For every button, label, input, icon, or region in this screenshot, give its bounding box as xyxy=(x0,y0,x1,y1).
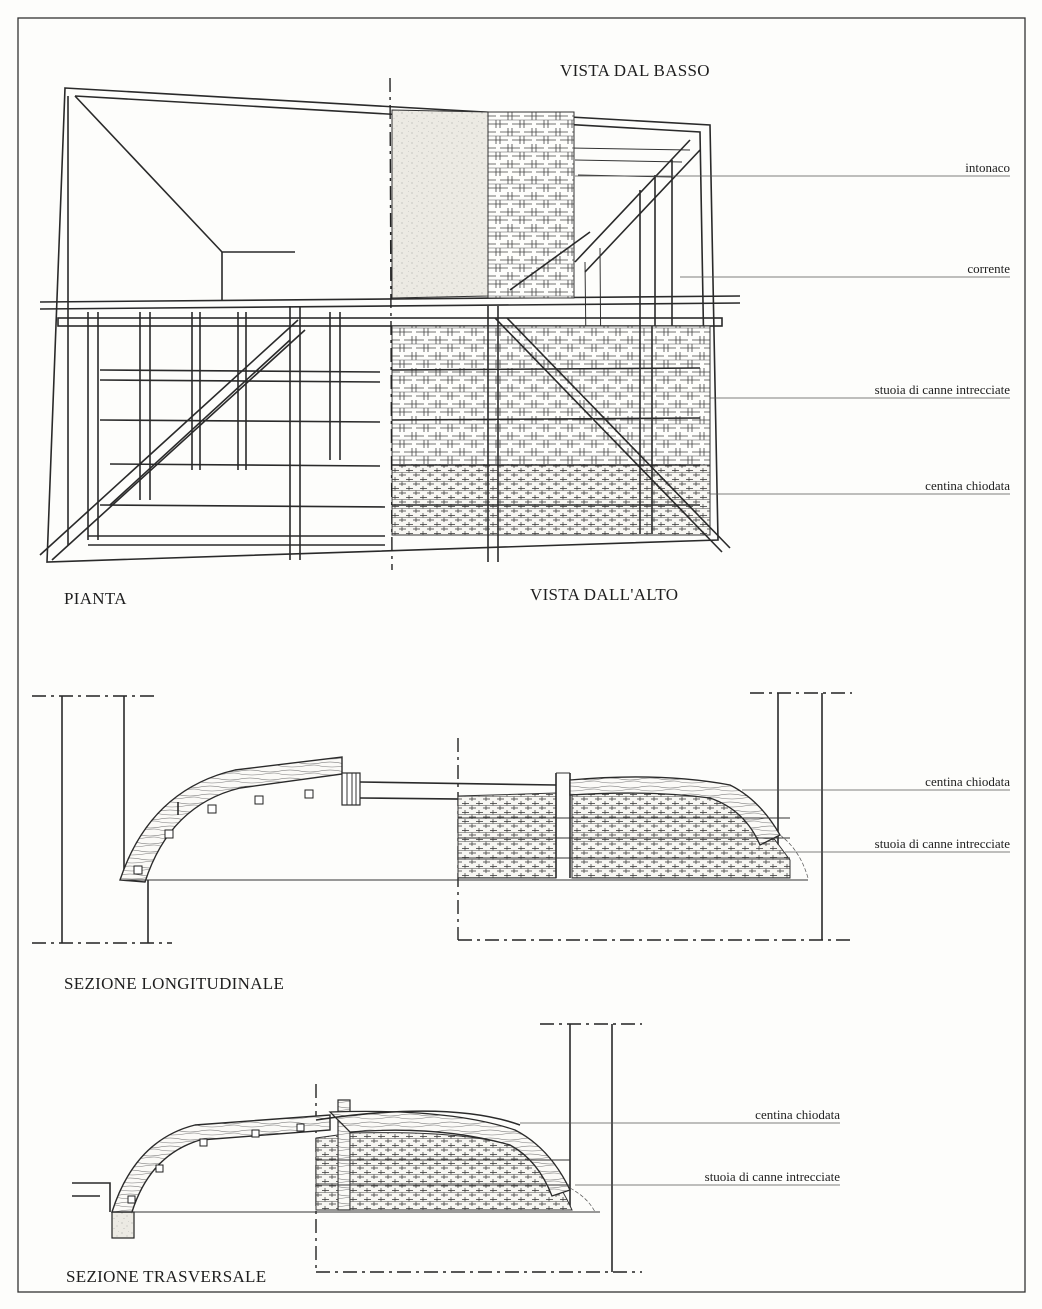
title-plan: PIANTA xyxy=(64,589,127,608)
callout-nailed-rib: centina chiodata xyxy=(925,478,1010,493)
title-transverse-section: SEZIONE TRASVERSALE xyxy=(66,1267,266,1286)
title-longitudinal-section: SEZIONE LONGITUDINALE xyxy=(64,974,284,993)
plan-callouts: intonaco corrente stuoia di canne intrec… xyxy=(575,160,1011,495)
trans-callout-nailed-rib: centina chiodata xyxy=(755,1107,840,1122)
plan-drawing xyxy=(39,77,741,571)
long-callout-nailed-rib: centina chiodata xyxy=(925,774,1010,789)
callout-plaster: intonaco xyxy=(965,160,1010,175)
callout-reed-mat: stuoia di canne intrecciate xyxy=(875,382,1011,397)
longitudinal-callouts: centina chiodata stuoia di canne intrecc… xyxy=(742,774,1011,853)
reed-mat-upper xyxy=(487,111,575,299)
sheet-frame xyxy=(17,17,1026,1293)
long-callout-reed-mat: stuoia di canne intrecciate xyxy=(875,836,1011,851)
trans-callout-reed-mat: stuoia di canne intrecciate xyxy=(705,1169,841,1184)
title-view-from-below: VISTA DAL BASSO xyxy=(560,61,710,80)
title-view-from-above: VISTA DALL'ALTO xyxy=(530,585,678,604)
longitudinal-section xyxy=(32,692,852,944)
callout-batten: corrente xyxy=(967,261,1010,276)
transverse-section xyxy=(72,1023,642,1273)
transverse-callouts: centina chiodata stuoia di canne intrecc… xyxy=(520,1107,841,1186)
plaster-strip xyxy=(391,109,489,299)
